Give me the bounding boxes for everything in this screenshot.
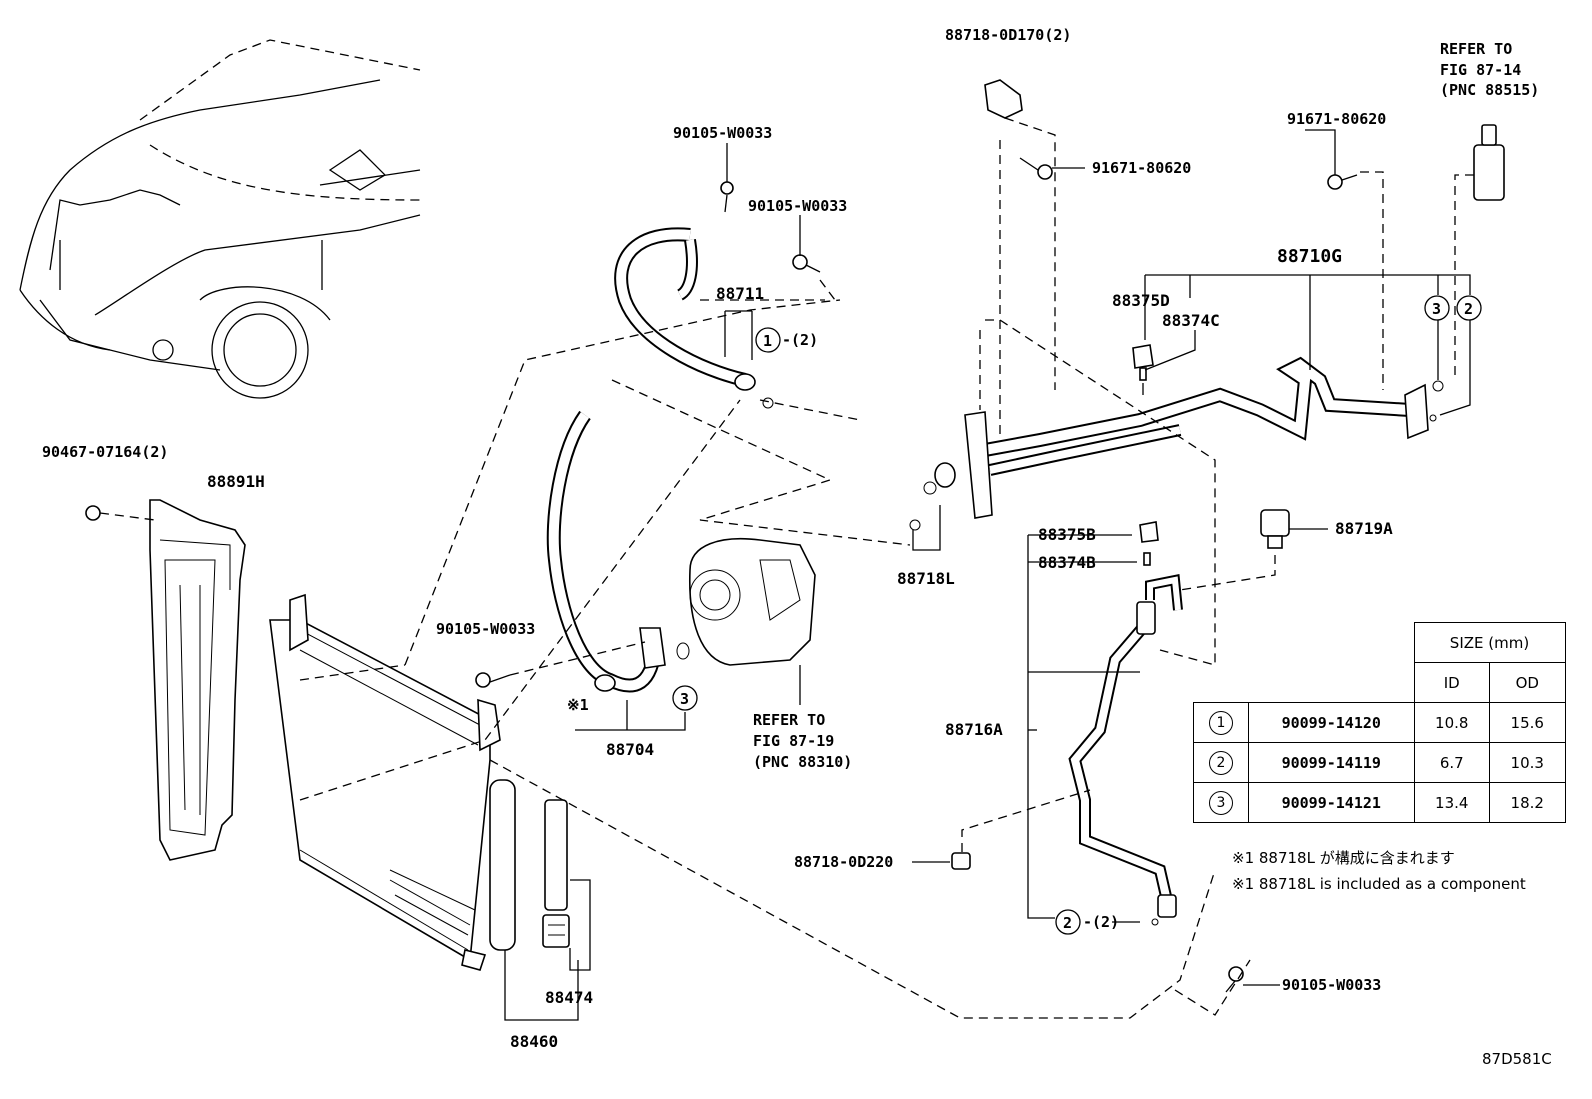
svg-text:1: 1 <box>763 332 772 350</box>
label-90105-a: 90105-W0033 <box>673 124 772 142</box>
row-ref: 1 <box>1209 710 1233 735</box>
label-91671-top: 91671-80620 <box>1287 110 1386 128</box>
bolt-91671-a[interactable] <box>1019 157 1053 180</box>
label-refer-top-1: REFER TO <box>1440 40 1512 58</box>
row-id: 6.7 <box>1413 742 1490 783</box>
size-header: SIZE (mm) <box>1413 622 1566 663</box>
label-88375d: 88375D <box>1112 291 1170 310</box>
label-88704: 88704 <box>606 740 654 759</box>
label-88374c: 88374C <box>1162 311 1220 330</box>
diagram-id: 87D581C <box>1482 1050 1552 1068</box>
vehicle-sketch <box>19 39 421 399</box>
bolt-90105-b[interactable] <box>792 254 821 273</box>
ref-circle-2-88710g: 2 <box>1456 295 1482 321</box>
label-88716a-sub: -(2) <box>1083 913 1119 931</box>
label-refer-top-2: FIG 87-14 <box>1440 61 1521 79</box>
valve-core-88374b[interactable] <box>1143 552 1151 566</box>
label-90105-c: 90105-W0033 <box>436 620 535 638</box>
label-88375b: 88375B <box>1038 525 1096 544</box>
radiator-shield-88891h[interactable] <box>149 499 246 861</box>
svg-text:3: 3 <box>1432 300 1441 318</box>
bolt-90105-a[interactable] <box>720 181 734 213</box>
ref-circle-3-88710g: 3 <box>1424 295 1450 321</box>
receiver-88474[interactable] <box>542 799 570 948</box>
bracket-88718-0d170[interactable] <box>984 79 1023 119</box>
compressor <box>688 538 816 666</box>
row-od: 18.2 <box>1489 782 1566 823</box>
label-88716a: 88716A <box>945 720 1003 739</box>
label-refer-top-3: (PNC 88515) <box>1440 81 1539 99</box>
table-row: 3 90099-14121 13.4 18.2 <box>1193 782 1566 823</box>
table-row: 2 90099-14119 6.7 10.3 <box>1193 742 1566 783</box>
label-88718-0d170: 88718-0D170(2) <box>945 26 1071 44</box>
ref-circle-3-88704: 3 <box>672 685 698 711</box>
row-od: 10.3 <box>1489 742 1566 783</box>
switch-88719a[interactable] <box>1260 509 1290 549</box>
ref-circle-1: 1 <box>755 327 781 353</box>
label-88719a: 88719A <box>1335 519 1393 538</box>
label-90105-b: 90105-W0033 <box>748 197 847 215</box>
label-88718l: 88718L <box>897 569 955 588</box>
row-od: 15.6 <box>1489 702 1566 743</box>
col-id-header: ID <box>1413 662 1490 703</box>
label-90467: 90467-07164(2) <box>42 443 168 461</box>
svg-text:2: 2 <box>1063 914 1072 932</box>
size-table: SIZE (mm) ID OD 1 90099-14120 10.8 15.6 … <box>1193 622 1566 823</box>
bolt-90105-d[interactable] <box>1225 966 1244 993</box>
note-japanese: ※1 88718L が構成に含まれます <box>1232 849 1455 867</box>
bolt-91671-b[interactable] <box>1327 174 1358 190</box>
label-88891h: 88891H <box>207 472 265 491</box>
label-88711: 88711 <box>716 284 764 303</box>
pipe-88710g[interactable] <box>934 356 1429 519</box>
valve-core-88374c[interactable] <box>1139 367 1147 381</box>
row-ref: 2 <box>1209 750 1233 775</box>
label-refer-mid-3: (PNC 88310) <box>753 753 852 771</box>
row-id: 10.8 <box>1413 702 1490 743</box>
clip-90467[interactable] <box>85 505 101 521</box>
row-id: 13.4 <box>1413 782 1490 823</box>
label-90105-d: 90105-W0033 <box>1282 976 1381 994</box>
cap-88375b[interactable] <box>1139 521 1159 543</box>
col-od-header: OD <box>1489 662 1566 703</box>
label-88711-sub: -(2) <box>782 331 818 349</box>
label-88474: 88474 <box>545 988 593 1007</box>
cap-88375d[interactable] <box>1132 344 1154 369</box>
table-row: 1 90099-14120 10.8 15.6 <box>1193 702 1566 743</box>
discharge-hose-88711[interactable] <box>614 227 756 391</box>
label-refer-mid-1: REFER TO <box>753 711 825 729</box>
svg-text:3: 3 <box>680 690 689 708</box>
pipe-88716a[interactable] <box>1068 574 1183 918</box>
clamp-88718-0d220[interactable] <box>951 852 971 870</box>
suction-hose-88704[interactable] <box>546 410 666 693</box>
label-88704-mark: ※1 <box>567 696 589 714</box>
note-english: ※1 88718L is included as a component <box>1232 875 1526 893</box>
label-88374b: 88374B <box>1038 553 1096 572</box>
row-part: 90099-14121 <box>1248 782 1415 823</box>
label-refer-mid-2: FIG 87-19 <box>753 732 834 750</box>
condenser-88460[interactable] <box>269 593 516 971</box>
row-part: 90099-14119 <box>1248 742 1415 783</box>
ref-circle-2-88716a: 2 <box>1055 909 1081 935</box>
label-88718-0d220: 88718-0D220 <box>794 853 893 871</box>
row-part: 90099-14120 <box>1248 702 1415 743</box>
label-88710g: 88710G <box>1277 246 1342 267</box>
row-ref: 3 <box>1209 790 1233 815</box>
pressure-switch-88515 <box>1473 124 1505 201</box>
svg-text:2: 2 <box>1464 300 1473 318</box>
label-88460: 88460 <box>510 1032 558 1051</box>
label-91671-right: 91671-80620 <box>1092 159 1191 177</box>
bolt-90105-c[interactable] <box>475 672 511 688</box>
